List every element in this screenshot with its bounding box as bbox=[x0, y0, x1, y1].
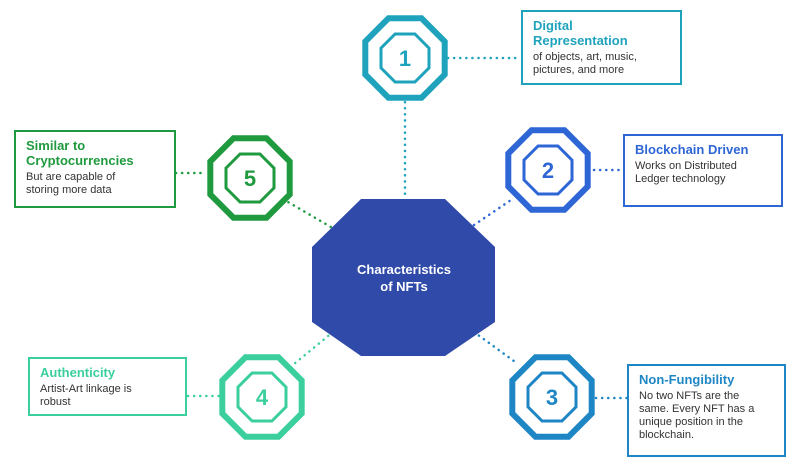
badge-inner-octagon bbox=[224, 152, 276, 204]
center-label-line2: of NFTs bbox=[380, 279, 427, 294]
card-title: Non-Fungibility bbox=[639, 372, 735, 387]
connector-4-center bbox=[292, 330, 335, 366]
card-title: Similar to Cryptocurrencies bbox=[26, 138, 134, 168]
number-badge-3: 3 bbox=[509, 354, 595, 440]
connector-5-center bbox=[286, 200, 338, 232]
badge-inner-octagon bbox=[236, 371, 288, 423]
badge-number: 2 bbox=[542, 158, 554, 183]
connectors bbox=[174, 56, 630, 400]
number-badge-2: 2 bbox=[505, 127, 591, 213]
card-non-fungibility: Non-Fungibility No two NFTs are the same… bbox=[627, 364, 786, 457]
number-badge-5: 5 bbox=[207, 135, 293, 221]
card-title: Digital Representation bbox=[533, 18, 628, 48]
badge-number: 4 bbox=[256, 385, 269, 410]
card-digital-representation: Digital Representation of objects, art, … bbox=[521, 10, 682, 85]
number-badge-4: 4 bbox=[219, 354, 305, 440]
card-description: But are capable of storing more data bbox=[26, 171, 116, 196]
connector-3-center bbox=[472, 330, 520, 366]
center-node: Characteristics of NFTs bbox=[312, 199, 495, 356]
badge-number: 5 bbox=[244, 166, 256, 191]
card-description: Artist-Art linkage is robust bbox=[40, 383, 132, 408]
badge-number: 3 bbox=[546, 385, 558, 410]
badge-inner-octagon bbox=[526, 371, 578, 423]
card-title: Authenticity bbox=[40, 365, 116, 380]
badge-inner-octagon bbox=[522, 144, 574, 196]
connector-2-center bbox=[472, 196, 516, 227]
card-blockchain-driven: Blockchain Driven Works on Distributed L… bbox=[623, 134, 783, 207]
badge-number: 1 bbox=[399, 46, 411, 71]
card-similar-to-cryptocurrencies: Similar to Cryptocurrencies But are capa… bbox=[14, 130, 176, 208]
badge-inner-octagon bbox=[379, 32, 431, 84]
number-badge-1: 1 bbox=[362, 15, 448, 101]
card-description: No two NFTs are the same. Every NFT has … bbox=[639, 390, 755, 441]
card-description: Works on Distributed Ledger technology bbox=[635, 160, 737, 185]
card-description: of objects, art, music, pictures, and mo… bbox=[533, 51, 637, 76]
card-authenticity: Authenticity Artist-Art linkage is robus… bbox=[28, 357, 187, 416]
card-title: Blockchain Driven bbox=[635, 142, 749, 157]
center-octagon bbox=[312, 199, 495, 356]
center-label-line1: Characteristics bbox=[357, 262, 451, 277]
